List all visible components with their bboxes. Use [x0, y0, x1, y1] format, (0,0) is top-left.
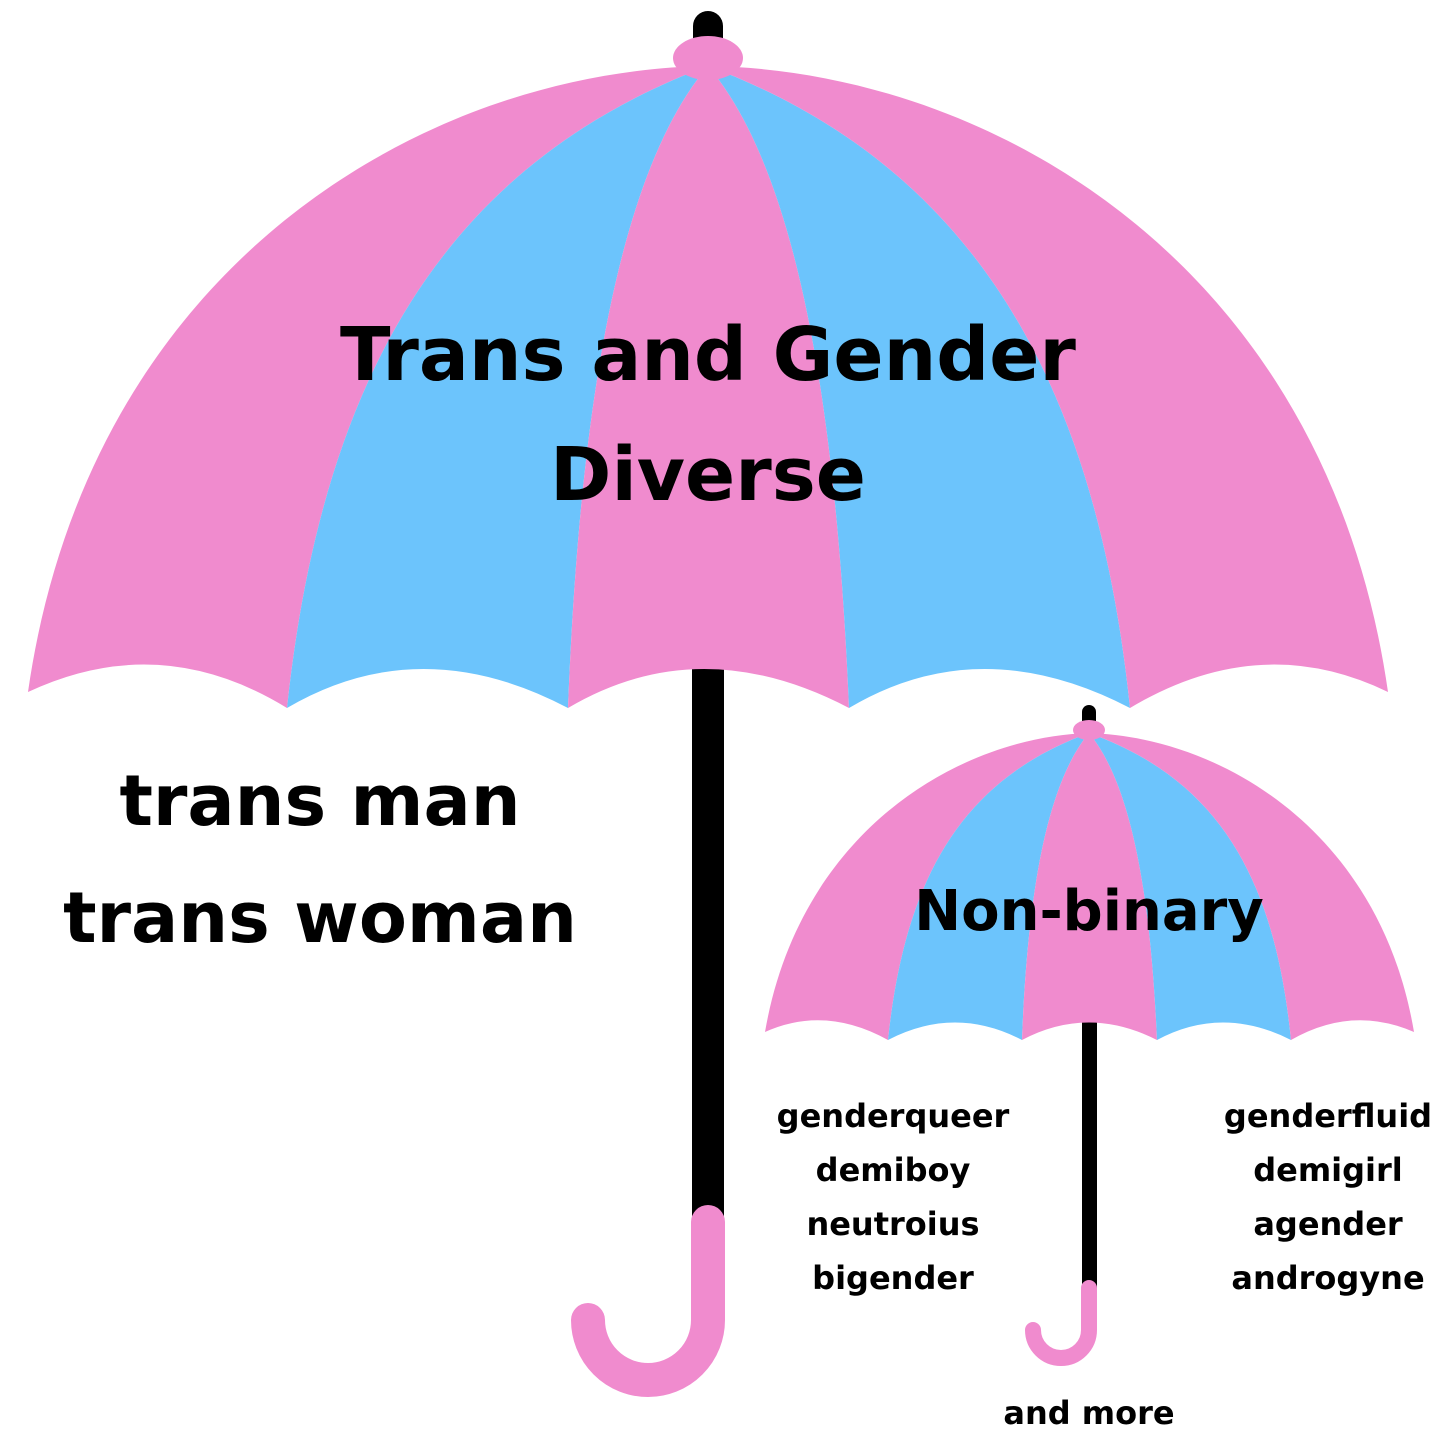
large-umbrella-title-line1: Trans and Gender	[340, 312, 1076, 398]
large-umbrella-title-line2: Diverse	[550, 432, 866, 518]
large-umbrella-handle	[588, 1222, 708, 1380]
small-umbrella-shaft	[1082, 1010, 1097, 1290]
small-umbrella: Non-binary genderqueer demiboy neutroius…	[765, 712, 1432, 1431]
large-umbrella-shaft	[692, 640, 724, 1225]
small-umbrella-right-term: genderfluid	[1224, 1097, 1432, 1135]
small-umbrella-right-term: demigirl	[1253, 1151, 1403, 1189]
large-umbrella-knob	[673, 36, 743, 80]
small-umbrella-left-term: bigender	[812, 1259, 974, 1297]
large-umbrella: Trans and Gender Diverse trans man trans…	[28, 26, 1388, 1380]
small-umbrella-right-term: agender	[1253, 1205, 1403, 1243]
small-umbrella-title: Non-binary	[914, 879, 1264, 944]
small-umbrella-left-term: genderqueer	[777, 1097, 1010, 1135]
small-umbrella-right-term: androgyne	[1231, 1259, 1424, 1297]
large-umbrella-term: trans woman	[63, 877, 577, 959]
small-umbrella-knob	[1073, 720, 1105, 740]
large-umbrella-term: trans man	[119, 760, 520, 842]
small-umbrella-handle	[1033, 1288, 1089, 1358]
and-more-label: and more	[1003, 1394, 1174, 1431]
small-umbrella-left-term: demiboy	[816, 1151, 971, 1189]
small-umbrella-left-term: neutroius	[806, 1205, 979, 1243]
